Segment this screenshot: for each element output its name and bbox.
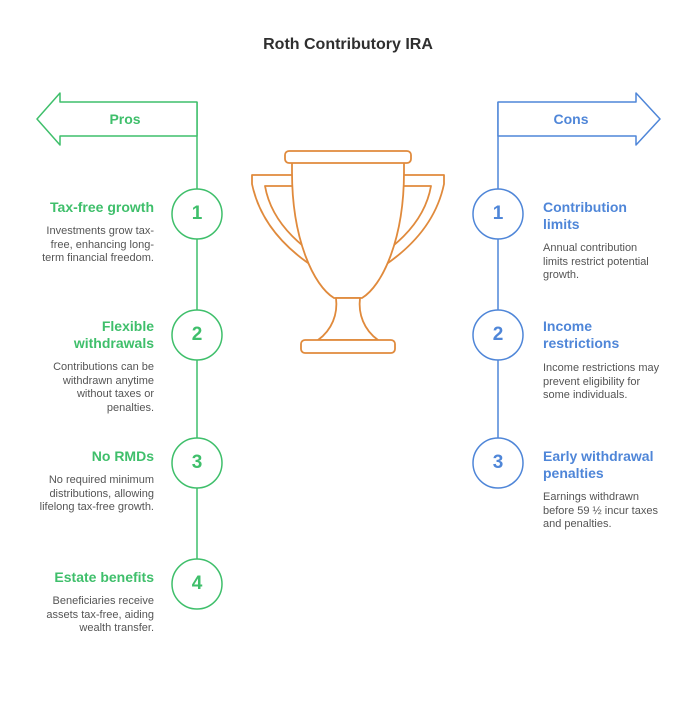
pros-heading-2: Flexible withdrawals bbox=[73, 318, 154, 351]
pros-number-2: 2 bbox=[191, 324, 203, 345]
pros-heading-4: Estate benefits bbox=[54, 569, 154, 585]
pros-arrow bbox=[36, 92, 198, 146]
cons-heading-1: Contribution limits bbox=[543, 199, 627, 232]
cons-circle-1 bbox=[472, 188, 524, 240]
cons-heading-3: Early withdrawal penalties bbox=[543, 448, 654, 481]
cons-label: Cons bbox=[553, 111, 589, 127]
pros-description-1: Investments grow tax-free, enhancing lon… bbox=[42, 225, 154, 264]
cons-description-1: Annual contribution limits restrict pote… bbox=[543, 242, 649, 281]
page-title: Roth Contributory IRA bbox=[263, 36, 433, 53]
pros-circle-2 bbox=[171, 309, 223, 361]
cons-arrow bbox=[497, 92, 661, 146]
pros-heading-1: Tax-free growth bbox=[50, 199, 154, 215]
pros-circle-3 bbox=[171, 437, 223, 489]
pros-circle-4 bbox=[171, 558, 223, 610]
pros-description-2: Contributions can be withdrawn anytime w… bbox=[53, 361, 154, 414]
cons-heading-2: Income restrictions bbox=[543, 318, 620, 351]
trophy-icon bbox=[251, 150, 445, 354]
cons-circle-3 bbox=[472, 437, 524, 489]
pros-number-1: 1 bbox=[191, 203, 203, 224]
pros-description-4: Beneficiaries receive assets tax-free, a… bbox=[46, 595, 154, 634]
pros-number-3: 3 bbox=[191, 452, 203, 473]
pros-heading-3: No RMDs bbox=[91, 448, 154, 464]
cons-number-1: 1 bbox=[492, 203, 504, 224]
cons-description-3: Earnings withdrawn before 59 ½ incur tax… bbox=[543, 491, 658, 530]
pros-description-3: No required minimum distributions, allow… bbox=[39, 474, 154, 513]
cons-description-2: Income restrictions may prevent eligibil… bbox=[543, 362, 660, 401]
cons-circle-2 bbox=[472, 309, 524, 361]
pros-number-4: 4 bbox=[191, 573, 203, 594]
pros-label: Pros bbox=[109, 111, 141, 127]
pros-circle-1 bbox=[171, 188, 223, 240]
cons-number-3: 3 bbox=[492, 452, 504, 473]
cons-number-2: 2 bbox=[492, 324, 504, 345]
